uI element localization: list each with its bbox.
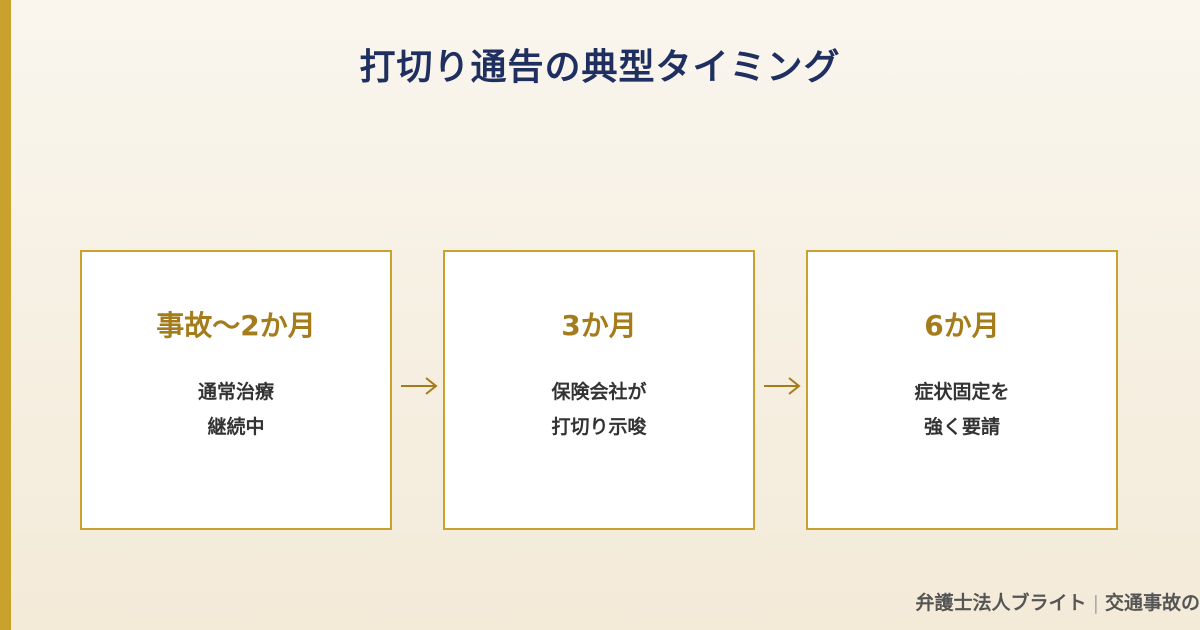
step-card-three-months: 3か月 保険会社が 打切り示唆 bbox=[443, 250, 755, 530]
step-heading: 6か月 bbox=[924, 309, 1000, 342]
step-heading: 事故〜2か月 bbox=[156, 309, 316, 342]
step-description-line: 通常治療 bbox=[197, 381, 274, 403]
step-description-line: 継続中 bbox=[207, 416, 265, 438]
footer-separator: | bbox=[1092, 592, 1099, 614]
footer-firm-name: 弁護士法人ブライト bbox=[915, 592, 1087, 614]
left-accent-bar bbox=[0, 0, 11, 630]
step-description-line: 強く要請 bbox=[923, 416, 1000, 438]
step-heading: 3か月 bbox=[561, 309, 637, 342]
right-arrow-icon bbox=[401, 377, 438, 395]
step-card-initial: 事故〜2か月 通常治療 継続中 bbox=[80, 250, 392, 530]
step-description-line: 保険会社が bbox=[551, 381, 647, 403]
right-arrow-icon bbox=[764, 377, 801, 395]
footer-trailing-text: の bbox=[1180, 592, 1200, 614]
step-description-line: 症状固定を bbox=[914, 381, 1010, 403]
step-card-six-months: 6か月 症状固定を 強く要請 bbox=[806, 250, 1118, 530]
footer-credit: 弁護士法人ブライト|交通事故の bbox=[916, 588, 1200, 618]
footer-topic: 交通事故 bbox=[1104, 592, 1181, 614]
step-description-line: 打切り示唆 bbox=[551, 416, 647, 438]
page-title: 打切り通告の典型タイミング bbox=[359, 47, 841, 88]
